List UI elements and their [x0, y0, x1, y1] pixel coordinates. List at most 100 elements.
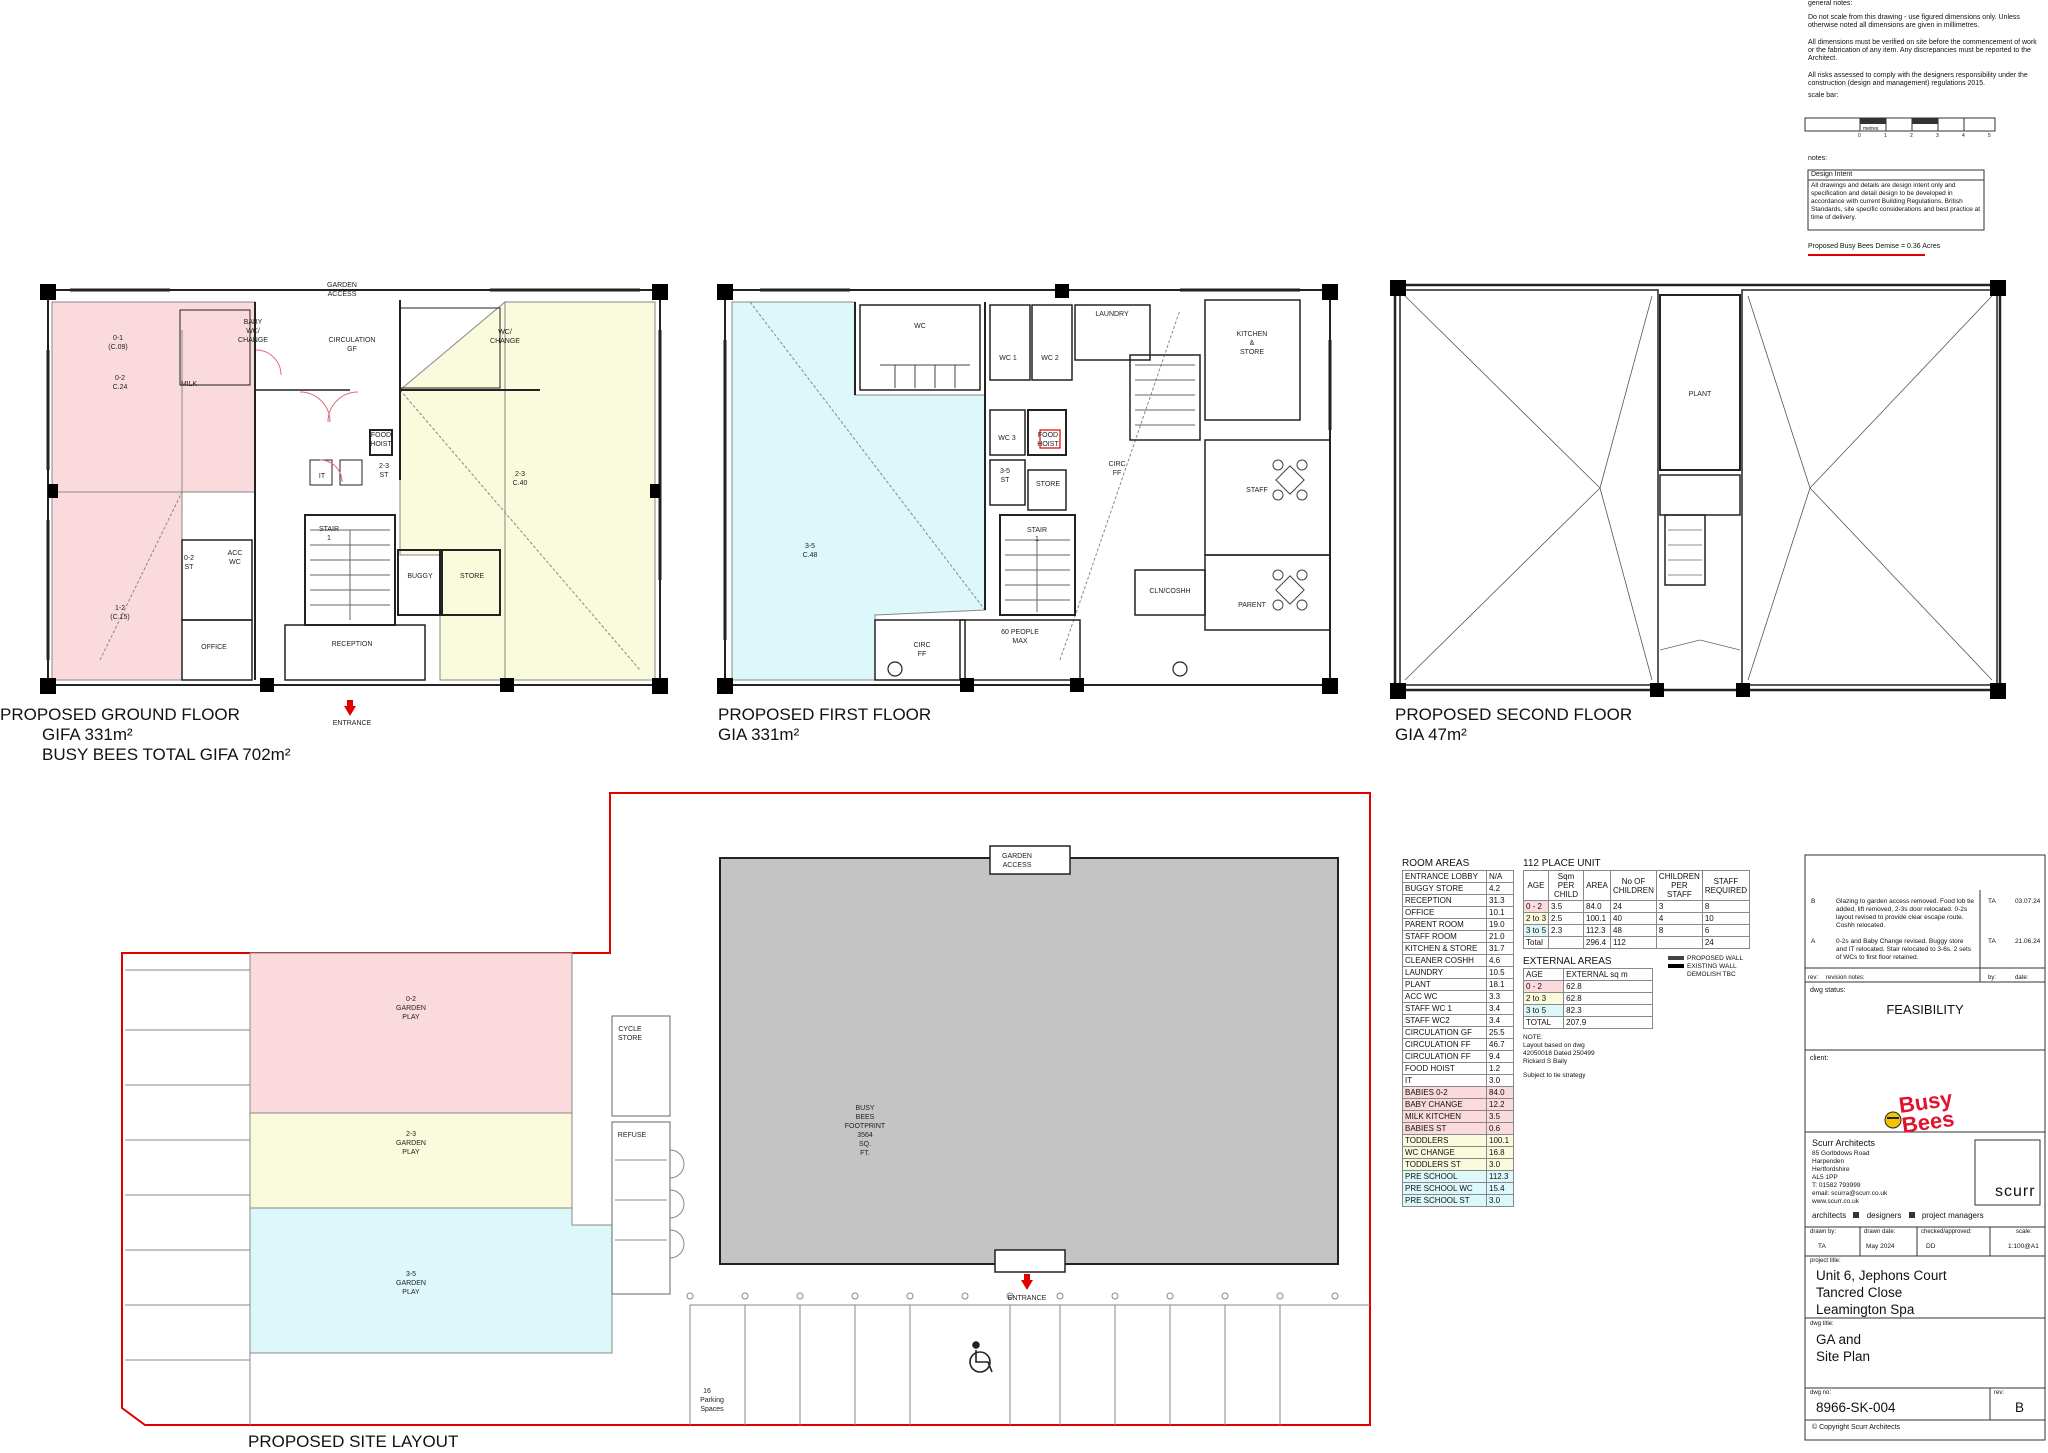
place-unit-cell: 296.4	[1583, 936, 1612, 949]
legend-label: PROPOSED WALL	[1687, 955, 1744, 962]
ff-room-label: CIRC	[913, 642, 930, 649]
service-item: project managers	[1921, 1211, 1984, 1220]
place-unit-cell: 84.0	[1583, 900, 1612, 913]
service-item: architects	[1812, 1211, 1847, 1220]
revision-text: 0-2s and Baby Change revised. Buggy stor…	[1836, 938, 1972, 961]
revision-row: B Glazing to garden access removed. Food…	[1808, 898, 2043, 938]
site-layout-title: PROPOSED SITE LAYOUT	[248, 1432, 459, 1451]
practice-tel: T: 01582 793999	[1812, 1182, 1861, 1189]
room-area-value: 25.5	[1486, 1026, 1514, 1039]
dwg-no-label: dwg no:	[1810, 1390, 1832, 1396]
project-title-label: project title:	[1810, 1258, 1841, 1264]
room-area-name: MILK KITCHEN	[1402, 1110, 1487, 1123]
parking-label: Parking	[700, 1397, 724, 1404]
table-note-line: Rickard S Baily	[1523, 1058, 1568, 1065]
place-unit-cell: 24	[1610, 900, 1657, 913]
room-area-name: BABY CHANGE	[1402, 1098, 1487, 1111]
gf-room-label: 2-3	[379, 463, 389, 470]
room-area-value: 12.2	[1486, 1098, 1514, 1111]
scale-bar-unit: metres	[1863, 126, 1879, 132]
client-label: client:	[1810, 1055, 1829, 1062]
place-unit-cell: 48	[1610, 924, 1657, 937]
scale-tick: 1	[1884, 133, 1887, 139]
room-area-value: 4.6	[1486, 954, 1514, 967]
gf-room-label: MILK	[181, 381, 198, 388]
legend-item: EXISTING WALL	[1668, 963, 1743, 971]
external-areas-cell: 82.3	[1563, 1004, 1653, 1017]
legend-swatch-existing	[1668, 964, 1684, 969]
room-area-value: 3.5	[1486, 1110, 1514, 1123]
gf-room-label: 2-3	[515, 471, 525, 478]
drawn-date: May 2024	[1866, 1243, 1895, 1250]
room-area-value: 19.0	[1486, 918, 1514, 931]
ff-room-label: WC 2	[1041, 355, 1059, 362]
ff-room-label: KITCHEN	[1237, 331, 1268, 338]
garden-label: 0-2	[406, 996, 416, 1003]
gf-room-label: 0-2	[115, 375, 125, 382]
gf-room-label: FOOD	[371, 432, 391, 439]
ff-room-label: LAUNDRY	[1095, 311, 1129, 318]
gf-room-label: ACC	[228, 550, 243, 557]
revision-by: TA	[1988, 938, 1996, 945]
density-note: Proposed Busy Bees Demise = 0.36 Acres	[1808, 243, 1941, 250]
gf-room-label: HOIST	[370, 441, 392, 448]
notes-heading: notes:	[1808, 155, 1828, 162]
ground-floor-plan	[40, 284, 668, 716]
ff-room-label: WC	[914, 323, 926, 330]
room-area-name: PRE SCHOOL ST	[1402, 1194, 1487, 1207]
room-area-name: IT	[1402, 1074, 1487, 1087]
dwg-status-label: dwg status:	[1810, 987, 1846, 994]
revision-letter: B	[1811, 898, 1816, 905]
ff-room-label: 1	[1035, 536, 1039, 543]
footprint-label: BUSY	[855, 1105, 874, 1112]
revision-row: A 0-2s and Baby Change revised. Buggy st…	[1808, 938, 2043, 976]
place-unit-cell: 0 - 2	[1522, 900, 1550, 913]
garden-label: PLAY	[402, 1014, 420, 1021]
room-area-value: 31.3	[1486, 894, 1514, 907]
place-unit-header: CHILDREN PER STAFF	[1655, 870, 1703, 901]
room-area-value: 3.0	[1486, 1194, 1514, 1207]
project-title-line: Leamington Spa	[1816, 1302, 1915, 1317]
room-area-name: STAFF ROOM	[1402, 930, 1487, 943]
gf-room-label: 1-2	[115, 605, 125, 612]
room-area-name: WC CHANGE	[1402, 1146, 1487, 1159]
gf-room-label: BABY	[244, 319, 263, 326]
design-intent-text: All drawings and details are design inte…	[1811, 182, 1981, 221]
title-block-frame	[1804, 854, 2046, 1441]
dwg-title-label: dwg title:	[1810, 1321, 1834, 1327]
ff-room-label: MAX	[1012, 638, 1028, 645]
room-area-name: TODDLERS	[1402, 1134, 1487, 1147]
service-bullet-icon	[1853, 1212, 1860, 1218]
practice-email: email: scurra@scurr.co.uk	[1812, 1190, 1888, 1197]
room-area-value: 3.3	[1486, 990, 1514, 1003]
first-floor-plan	[717, 284, 1338, 694]
place-unit-cell: 4	[1655, 912, 1703, 925]
room-area-value: 0.6	[1486, 1122, 1514, 1135]
table-note-label: NOTE:	[1523, 1034, 1543, 1041]
external-areas-cell: 62.8	[1563, 992, 1653, 1005]
footprint-label: FOOTPRINT	[845, 1123, 886, 1130]
room-area-name: FOOD HOIST	[1402, 1062, 1487, 1075]
scale-value: 1:100@A1	[2008, 1243, 2039, 1250]
legend-swatch-demolish	[1668, 972, 1684, 977]
drawn-by-label: drawn by:	[1810, 1229, 1837, 1235]
second-floor-title: PROPOSED SECOND FLOOR	[1395, 705, 1633, 724]
room-area-name: CIRCULATION FF	[1402, 1050, 1487, 1063]
ff-room-label: CLN/COSHH	[1149, 588, 1190, 595]
external-areas-cell: 62.8	[1563, 980, 1653, 993]
drawn-by: TA	[1818, 1243, 1826, 1250]
place-unit-cell: 2 to 3	[1522, 912, 1550, 925]
external-areas-cell: 0 - 2	[1522, 980, 1565, 993]
gf-room-label: WC	[229, 559, 241, 566]
service-bullet-icon	[1908, 1212, 1915, 1218]
